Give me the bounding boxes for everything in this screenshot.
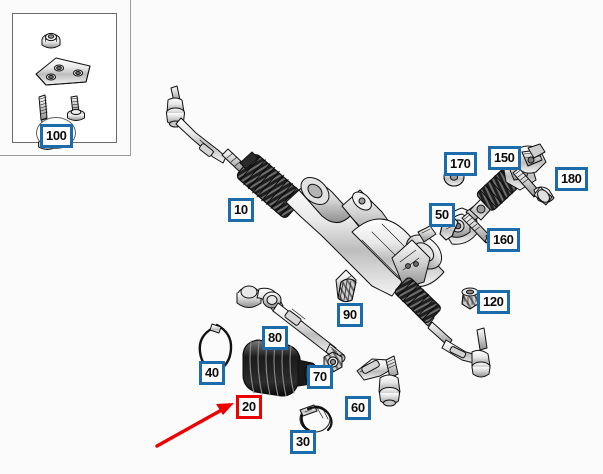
callout-label-180[interactable]: 180 [555,167,588,191]
steering-gear-assembly-artwork [166,85,491,378]
callout-label-50[interactable]: 50 [429,203,455,227]
callout-label-150[interactable]: 150 [488,146,521,170]
callout-label-100[interactable]: 100 [40,124,73,148]
joint-clamp-bolt-upper-artwork [512,167,555,206]
callout-label-160[interactable]: 160 [487,228,520,252]
callout-label-80[interactable]: 80 [262,326,288,350]
callout-label-70[interactable]: 70 [307,365,333,389]
callout-label-170[interactable]: 170 [444,152,477,176]
inner-tie-rod-artwork [236,285,346,363]
tie-rod-castle-nut-artwork [461,287,479,310]
callout-label-40[interactable]: 40 [199,361,225,385]
callout-label-60[interactable]: 60 [345,396,371,420]
boot-clamp-small-artwork [299,404,333,433]
callout-label-30[interactable]: 30 [290,430,316,454]
callout-label-90[interactable]: 90 [337,303,363,327]
callout-label-10[interactable]: 10 [228,198,254,222]
rack-mount-bushing-artwork [337,278,357,303]
outer-tie-rod-end-artwork [356,355,401,407]
callout-label-20[interactable]: 20 [236,395,262,419]
callout-label-120[interactable]: 120 [477,290,510,314]
